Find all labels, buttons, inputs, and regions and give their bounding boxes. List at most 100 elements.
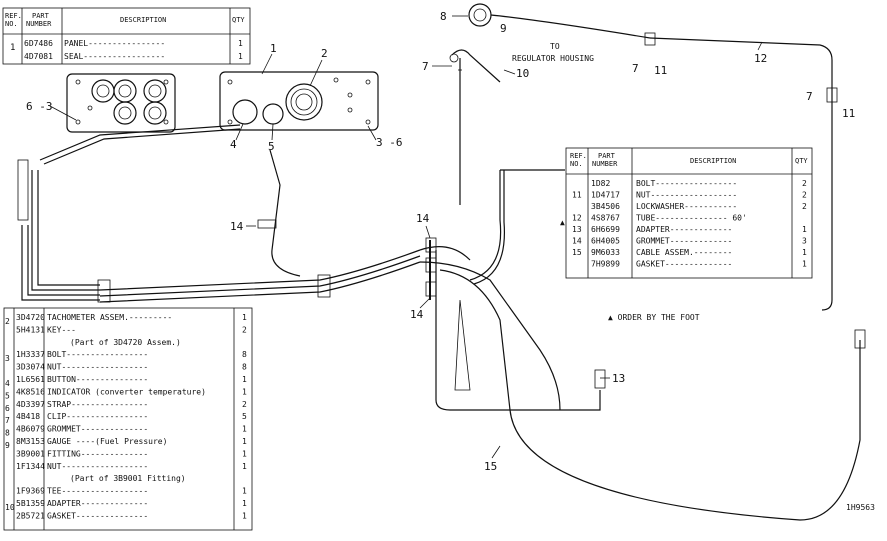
table-right-header-qty: QTY (795, 157, 808, 165)
table-bottom-ref-10: 9 (5, 441, 10, 450)
table-bottom-part-3: 1H3337 (16, 350, 45, 359)
table-right-desc-7: GASKET-------------- (636, 260, 732, 269)
table-right-qty-4: 1 (802, 225, 807, 234)
table-bottom-qty-1: 2 (242, 325, 247, 334)
svg-text:PART: PART (598, 152, 616, 160)
svg-text:NO.: NO. (570, 160, 583, 168)
table-bottom-desc-13: (Part of 3B9001 Fitting) (70, 474, 186, 483)
table-bottom-qty-14: 1 (242, 487, 247, 496)
right-gauge-panel (219, 71, 379, 131)
callout-7-left: 7 (422, 60, 429, 73)
table-right-header-desc: DESCRIPTION (690, 157, 736, 165)
table-bottom-qty-11: 1 (242, 449, 247, 458)
callout-5: 5 (268, 140, 275, 153)
table-bottom-part-5: 1L6561 (16, 375, 45, 384)
table-top: REF. NO. PART NUMBER DESCRIPTION QTY 1 6… (2, 7, 251, 65)
callout-14-left: 14 (230, 220, 244, 233)
svg-text:NUMBER: NUMBER (26, 20, 52, 28)
table-bottom-ref-6: 5 (5, 391, 10, 400)
table-bottom-desc-4: NUT------------------ (47, 363, 148, 372)
table-bottom-desc-3: BOLT----------------- (47, 350, 148, 359)
table-bottom-part-4: 3D3074 (16, 363, 45, 372)
table-right-qty-0: 2 (802, 179, 807, 188)
harness (17, 124, 866, 521)
table-bottom-ref-8: 7 (5, 416, 10, 425)
table-top-qty-0: 1 (238, 39, 243, 48)
table-right-desc-1: NUT------------------ (636, 191, 737, 200)
callout-7-right: 7 (806, 90, 813, 103)
table-bottom-ref-15: 10 (5, 503, 15, 512)
table-bottom-part-9: 4B6079 (16, 425, 45, 434)
table-right-part-3: 4S8767 (591, 214, 620, 223)
table-bottom-part-7: 4D3397 (16, 400, 45, 409)
svg-text:NUMBER: NUMBER (592, 160, 618, 168)
table-bottom-desc-10: GAUGE ----(Fuel Pressure) (47, 437, 167, 446)
table-right-desc-5: GROMMET------------- (636, 237, 732, 246)
table-bottom-desc-2: (Part of 3D4720 Assem.) (70, 338, 181, 347)
table-right-ref-4: 13 (572, 225, 582, 234)
table-right-qty-1: 2 (802, 191, 807, 200)
callout-12: 12 (754, 52, 767, 65)
table-bottom-ref-9: 8 (5, 429, 10, 438)
callouts: 1 2 6 -3 3 -6 4 5 8 9 7 10 7 11 12 7 11 … (26, 10, 855, 473)
table-bottom-part-1: 5H4131 (16, 325, 45, 334)
callout-8: 8 (440, 10, 447, 23)
to-regulator-label-1: TO (550, 42, 560, 51)
table-bottom-qty-4: 8 (242, 363, 247, 372)
callout-2: 2 (321, 47, 328, 60)
table-bottom-part-0: 3D4720 (16, 313, 45, 322)
table-bottom-desc-8: CLIP----------------- (47, 412, 148, 421)
callout-14-top: 14 (416, 212, 430, 225)
table-right-part-2: 3B4506 (591, 202, 620, 211)
callout-3-6: 3 -6 (376, 136, 403, 149)
table-bottom-desc-16: GASKET--------------- (47, 511, 148, 520)
table-bottom-qty-12: 1 (242, 462, 247, 471)
table-right-part-1: 1D4717 (591, 191, 620, 200)
table-top-header-ref1: REF. (5, 12, 22, 20)
svg-text:REF.: REF. (570, 152, 587, 160)
left-gauge-panel (66, 73, 176, 133)
callout-14-bottom: 14 (410, 308, 424, 321)
table-right-part-7: 7H9899 (591, 260, 620, 269)
callout-6-3: 6 -3 (26, 100, 53, 113)
table-bottom-desc-15: ADAPTER-------------- (47, 499, 148, 508)
table-right-part-4: 6H6699 (591, 225, 620, 234)
callout-4: 4 (230, 138, 237, 151)
table-bottom-qty-6: 1 (242, 387, 247, 396)
table-right-desc-3: TUBE--------------- 60' (636, 214, 747, 223)
table-bottom-desc-9: GROMMET-------------- (47, 425, 148, 434)
callout-11-right: 11 (842, 107, 855, 120)
table-top-desc-1: SEAL----------------- (64, 52, 165, 61)
table-bottom-desc-14: TEE------------------ (47, 487, 148, 496)
table-bottom-desc-5: BUTTON--------------- (47, 375, 148, 384)
table-right-part-6: 9M6033 (591, 248, 620, 257)
table-right-qty-7: 1 (802, 260, 807, 269)
table-bottom-desc-7: STRAP---------------- (47, 400, 148, 409)
table-right-ref-1: 11 (572, 191, 582, 200)
table-top-header-ref2: NO. (5, 20, 18, 28)
callout-7-mid: 7 (632, 62, 639, 75)
table-right-desc-4: ADAPTER------------- (636, 225, 732, 234)
table-bottom-part-16: 2B5721 (16, 511, 45, 520)
table-bottom-part-8: 4B418 (16, 412, 40, 421)
table-bottom-desc-0: TACHOMETER ASSEM.--------- (47, 313, 172, 322)
svg-text:PART: PART (32, 12, 50, 20)
table-top-header-qty: QTY (232, 16, 245, 24)
table-bottom-qty-3: 8 (242, 350, 247, 359)
table-right-qty-2: 2 (802, 202, 807, 211)
table-right-ref-6: 15 (572, 248, 582, 257)
table-bottom-desc-6: INDICATOR (converter temperature) (47, 387, 206, 396)
table-right-part-5: 6H4005 (591, 237, 620, 246)
table-bottom-desc-11: FITTING-------------- (47, 449, 148, 458)
table-top-ref: 1 (10, 43, 15, 53)
table-bottom-ref-7: 6 (5, 404, 10, 413)
table-bottom-ref-3: 3 (5, 354, 10, 363)
table-bottom-qty-5: 1 (242, 375, 247, 384)
table-right-desc-2: LOCKWASHER----------- (636, 202, 737, 211)
table-bottom-ref-0: 2 (5, 317, 10, 326)
table-bottom-qty-9: 1 (242, 425, 247, 434)
figure-id: 1H9563 (846, 503, 875, 512)
table-bottom-desc-12: NUT------------------ (47, 462, 148, 471)
